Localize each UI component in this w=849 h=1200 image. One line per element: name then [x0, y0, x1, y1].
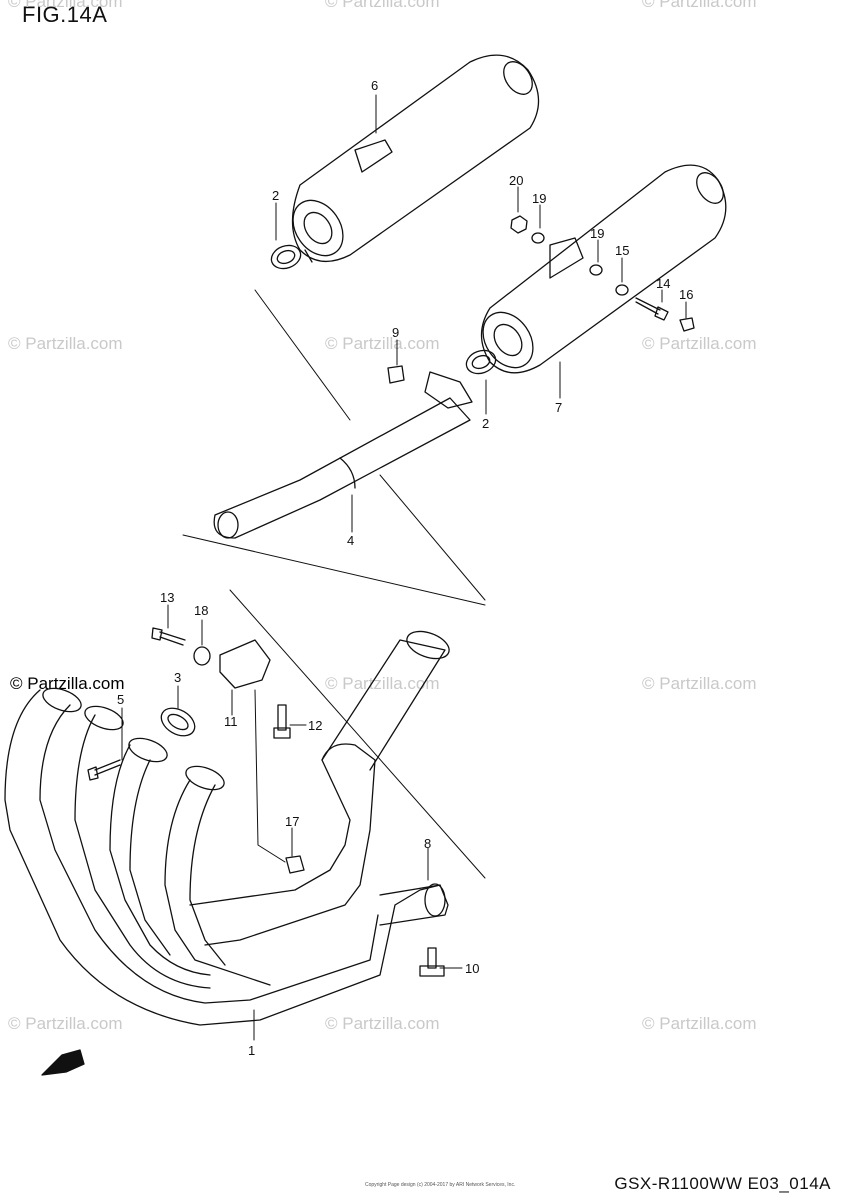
- collar-part-18[interactable]: [193, 646, 211, 666]
- nut-part-20[interactable]: [510, 215, 528, 234]
- watermark: © Partzilla.com: [642, 674, 757, 693]
- washer-part-19-b[interactable]: [589, 264, 603, 276]
- watermark: © Partzilla.com: [325, 1014, 440, 1033]
- callout-6[interactable]: 6: [371, 78, 378, 93]
- leader-lines: [121, 94, 687, 1041]
- bolt-part-13[interactable]: [151, 627, 186, 646]
- callout-2-lower[interactable]: 2: [482, 416, 489, 431]
- cap-part-9[interactable]: [387, 365, 405, 384]
- callout-20[interactable]: 20: [509, 173, 523, 188]
- exhaust-header-part-1[interactable]: [4, 626, 453, 1026]
- callout-1[interactable]: 1: [248, 1043, 255, 1058]
- connector-pipe-part-4[interactable]: [213, 371, 473, 539]
- figure-title: FIG.14A: [22, 2, 108, 27]
- bolt-part-12[interactable]: [273, 704, 291, 739]
- callout-7[interactable]: 7: [555, 400, 562, 415]
- callout-2-upper[interactable]: 2: [272, 188, 279, 203]
- clip-part-16[interactable]: [679, 317, 695, 332]
- watermark: © Partzilla.com: [642, 334, 757, 353]
- callout-18[interactable]: 18: [194, 603, 208, 618]
- watermark: © Partzilla.com: [325, 674, 440, 693]
- bracket-part-11[interactable]: [219, 639, 271, 689]
- callout-13[interactable]: 13: [160, 590, 174, 605]
- callout-15[interactable]: 15: [615, 243, 629, 258]
- callout-labels: 1 2 2 3 4 5 6 7 8 9 10 11 12 13 14 15 16…: [117, 78, 693, 1058]
- callout-17[interactable]: 17: [285, 814, 299, 829]
- washer-part-15[interactable]: [615, 284, 629, 296]
- callout-10[interactable]: 10: [465, 961, 479, 976]
- gasket-part-3[interactable]: [156, 703, 199, 742]
- callout-4[interactable]: 4: [347, 533, 354, 548]
- callout-16[interactable]: 16: [679, 287, 693, 302]
- callout-11[interactable]: 11: [224, 714, 238, 729]
- watermark: © Partzilla.com: [325, 334, 440, 353]
- callout-5[interactable]: 5: [117, 692, 124, 707]
- bolt-part-5[interactable]: [87, 759, 121, 781]
- washer-part-19-a[interactable]: [531, 232, 545, 244]
- callout-14[interactable]: 14: [656, 276, 670, 291]
- callout-8[interactable]: 8: [424, 836, 431, 851]
- watermark: © Partzilla.com: [642, 1014, 757, 1033]
- callout-3[interactable]: 3: [174, 670, 181, 685]
- gasket-part-2-upper[interactable]: [268, 242, 304, 273]
- watermark: © Partzilla.com: [8, 334, 123, 353]
- front-arrow-icon: [41, 1049, 85, 1076]
- watermark: © Partzilla.com: [8, 0, 123, 11]
- bolt-part-14[interactable]: [635, 297, 669, 321]
- watermark: © Partzilla.com: [642, 0, 757, 11]
- partzilla-logo: © Partzilla.com: [10, 674, 125, 693]
- callout-19-a[interactable]: 19: [532, 191, 546, 206]
- nut-part-17[interactable]: [285, 855, 305, 874]
- callout-19-b[interactable]: 19: [590, 226, 604, 241]
- watermark: © Partzilla.com: [325, 0, 440, 11]
- watermark: © Partzilla.com: [8, 1014, 123, 1033]
- callout-9[interactable]: 9: [392, 325, 399, 340]
- model-code: GSX-R1100WW E03_014A: [614, 1174, 831, 1193]
- callout-12[interactable]: 12: [308, 718, 322, 733]
- gasket-part-2-lower[interactable]: [463, 347, 499, 378]
- muffler-left-part-6[interactable]: [283, 54, 540, 265]
- copyright-notice: Copyright Page design (c) 2004-2017 by A…: [365, 1182, 516, 1188]
- muffler-right-part-7[interactable]: [473, 164, 729, 377]
